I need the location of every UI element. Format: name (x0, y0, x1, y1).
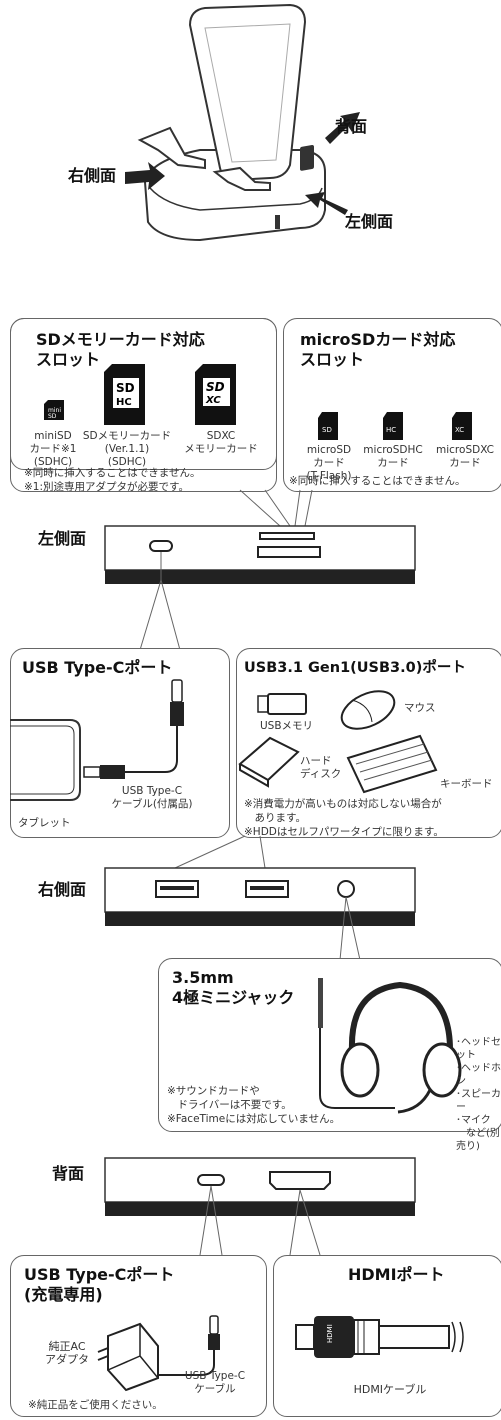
right-label: 右側面 (68, 166, 117, 185)
left-arrow (305, 192, 348, 215)
tablet-label: タブレット (18, 817, 71, 829)
typec-cable-icon (83, 679, 184, 779)
hdd-label: ハード ディスク (300, 755, 342, 780)
sdxc-card-icon: SD XC (195, 364, 236, 425)
hdd-icon (238, 736, 300, 788)
microsdxc-card-icon: XC (452, 412, 472, 440)
charge-panel-note: ※純正品をご使用ください。 (28, 1399, 163, 1411)
usb-panel-title: USB3.1 Gen1(USB3.0)ポート (244, 660, 466, 676)
keyboard-icon (346, 734, 438, 794)
sd-panel-title: SDメモリーカード対応 スロット (36, 330, 205, 369)
typec-cable-label: USB Type-C ケーブル(付属品) (111, 785, 193, 810)
typec-panel (10, 648, 230, 838)
usb-panel-note: ※消費電力が高いものは対応しない場合が あります。 ※HDDはセルフパワータイプ… (244, 798, 444, 838)
charge-cable-icon (158, 1315, 220, 1376)
back-arrow (325, 112, 360, 144)
svg-text:SD: SD (48, 413, 57, 420)
adapter-label: 純正AC アダプタ (45, 1340, 89, 1366)
back-label: 背面 (335, 117, 368, 136)
hdmi-cable-icon (295, 1316, 464, 1358)
charge-cable-label: USB Type-C ケーブル (184, 1370, 246, 1395)
jack-panel-title: 3.5mm 4極ミニジャック (172, 968, 295, 1007)
svg-text:SD: SD (206, 380, 225, 394)
usb-port-icon (155, 880, 199, 898)
typec-panel-title: USB Type-Cポート (22, 658, 173, 677)
left-typec-port-icon (149, 540, 173, 552)
hdmi-panel-title: HDMIポート (348, 1265, 445, 1284)
svg-text:XC: XC (455, 426, 464, 434)
sdhc-card-icon: SD HC (104, 364, 145, 425)
usb-memory-icon (257, 693, 307, 715)
microsd-caption-2: microSDXC カード (436, 444, 494, 469)
svg-text:SD: SD (116, 381, 135, 395)
mouse-icon (340, 690, 396, 730)
sd-card-caption-2: SDXC メモリーカード (184, 430, 258, 455)
usb-port-icon (245, 880, 289, 898)
microsd-caption-1: microSDHC カード (363, 444, 423, 469)
tablet-icon (10, 719, 81, 801)
microsdhc-card-icon: HC (383, 412, 403, 440)
hdmi-logo-icon: HDMI (326, 1324, 334, 1343)
left-label: 左側面 (345, 212, 394, 231)
ac-adapter-icon (97, 1322, 159, 1392)
microsd-panel-title: microSDカード対応 スロット (300, 330, 456, 369)
hdmi-port-icon (269, 1171, 331, 1190)
charge-panel-title: USB Type-Cポート (充電専用) (24, 1265, 175, 1304)
right-arrow (125, 162, 165, 190)
svg-text:XC: XC (205, 395, 221, 406)
sd-panel-note: ※同時に挿入することはできません。 ※1:別途専用アダプタが必要です。 (24, 467, 201, 493)
microsd-caption-0: microSD カード (T-Flash) (306, 444, 352, 482)
keyboard-label: キーボード (440, 778, 493, 790)
jack-panel-note: ※サウンドカードや ドライバーは不要です。 ※FaceTimeには対応していませ… (167, 1085, 341, 1125)
back-typec-port-icon (197, 1174, 225, 1186)
sd-card-caption-1: SDメモリーカード (Ver.1.1) (SDHC) (82, 430, 172, 468)
microsd-slot-icon (259, 532, 315, 540)
microsd-card-icon: SD (318, 412, 338, 440)
jack-devices-label: ･ヘッドセット ･ヘッドホン ･スピーカー ･マイク など(別売り) (456, 1037, 501, 1152)
microsd-card-panel (283, 318, 501, 492)
svg-text:mini: mini (48, 407, 61, 414)
headset-icon (318, 978, 462, 1114)
minisd-card-icon: mini SD (44, 400, 64, 420)
sd-card-caption-0: miniSD カード※1 (SDHC) (29, 430, 77, 468)
usb-memory-label: USBメモリ (260, 720, 314, 732)
mouse-label: マウス (404, 702, 436, 714)
microsd-panel-note: ※同時に挿入することはできません。 (289, 475, 466, 487)
left-side-heading: 左側面 (38, 529, 87, 548)
svg-text:HC: HC (116, 397, 132, 408)
svg-text:SD: SD (322, 426, 332, 434)
back-side-heading: 背面 (52, 1164, 85, 1183)
hdmi-cable-label: HDMIケーブル (353, 1383, 427, 1396)
right-side-heading: 右側面 (38, 880, 87, 899)
sd-slot-icon (257, 546, 321, 558)
svg-text:HC: HC (386, 426, 396, 434)
